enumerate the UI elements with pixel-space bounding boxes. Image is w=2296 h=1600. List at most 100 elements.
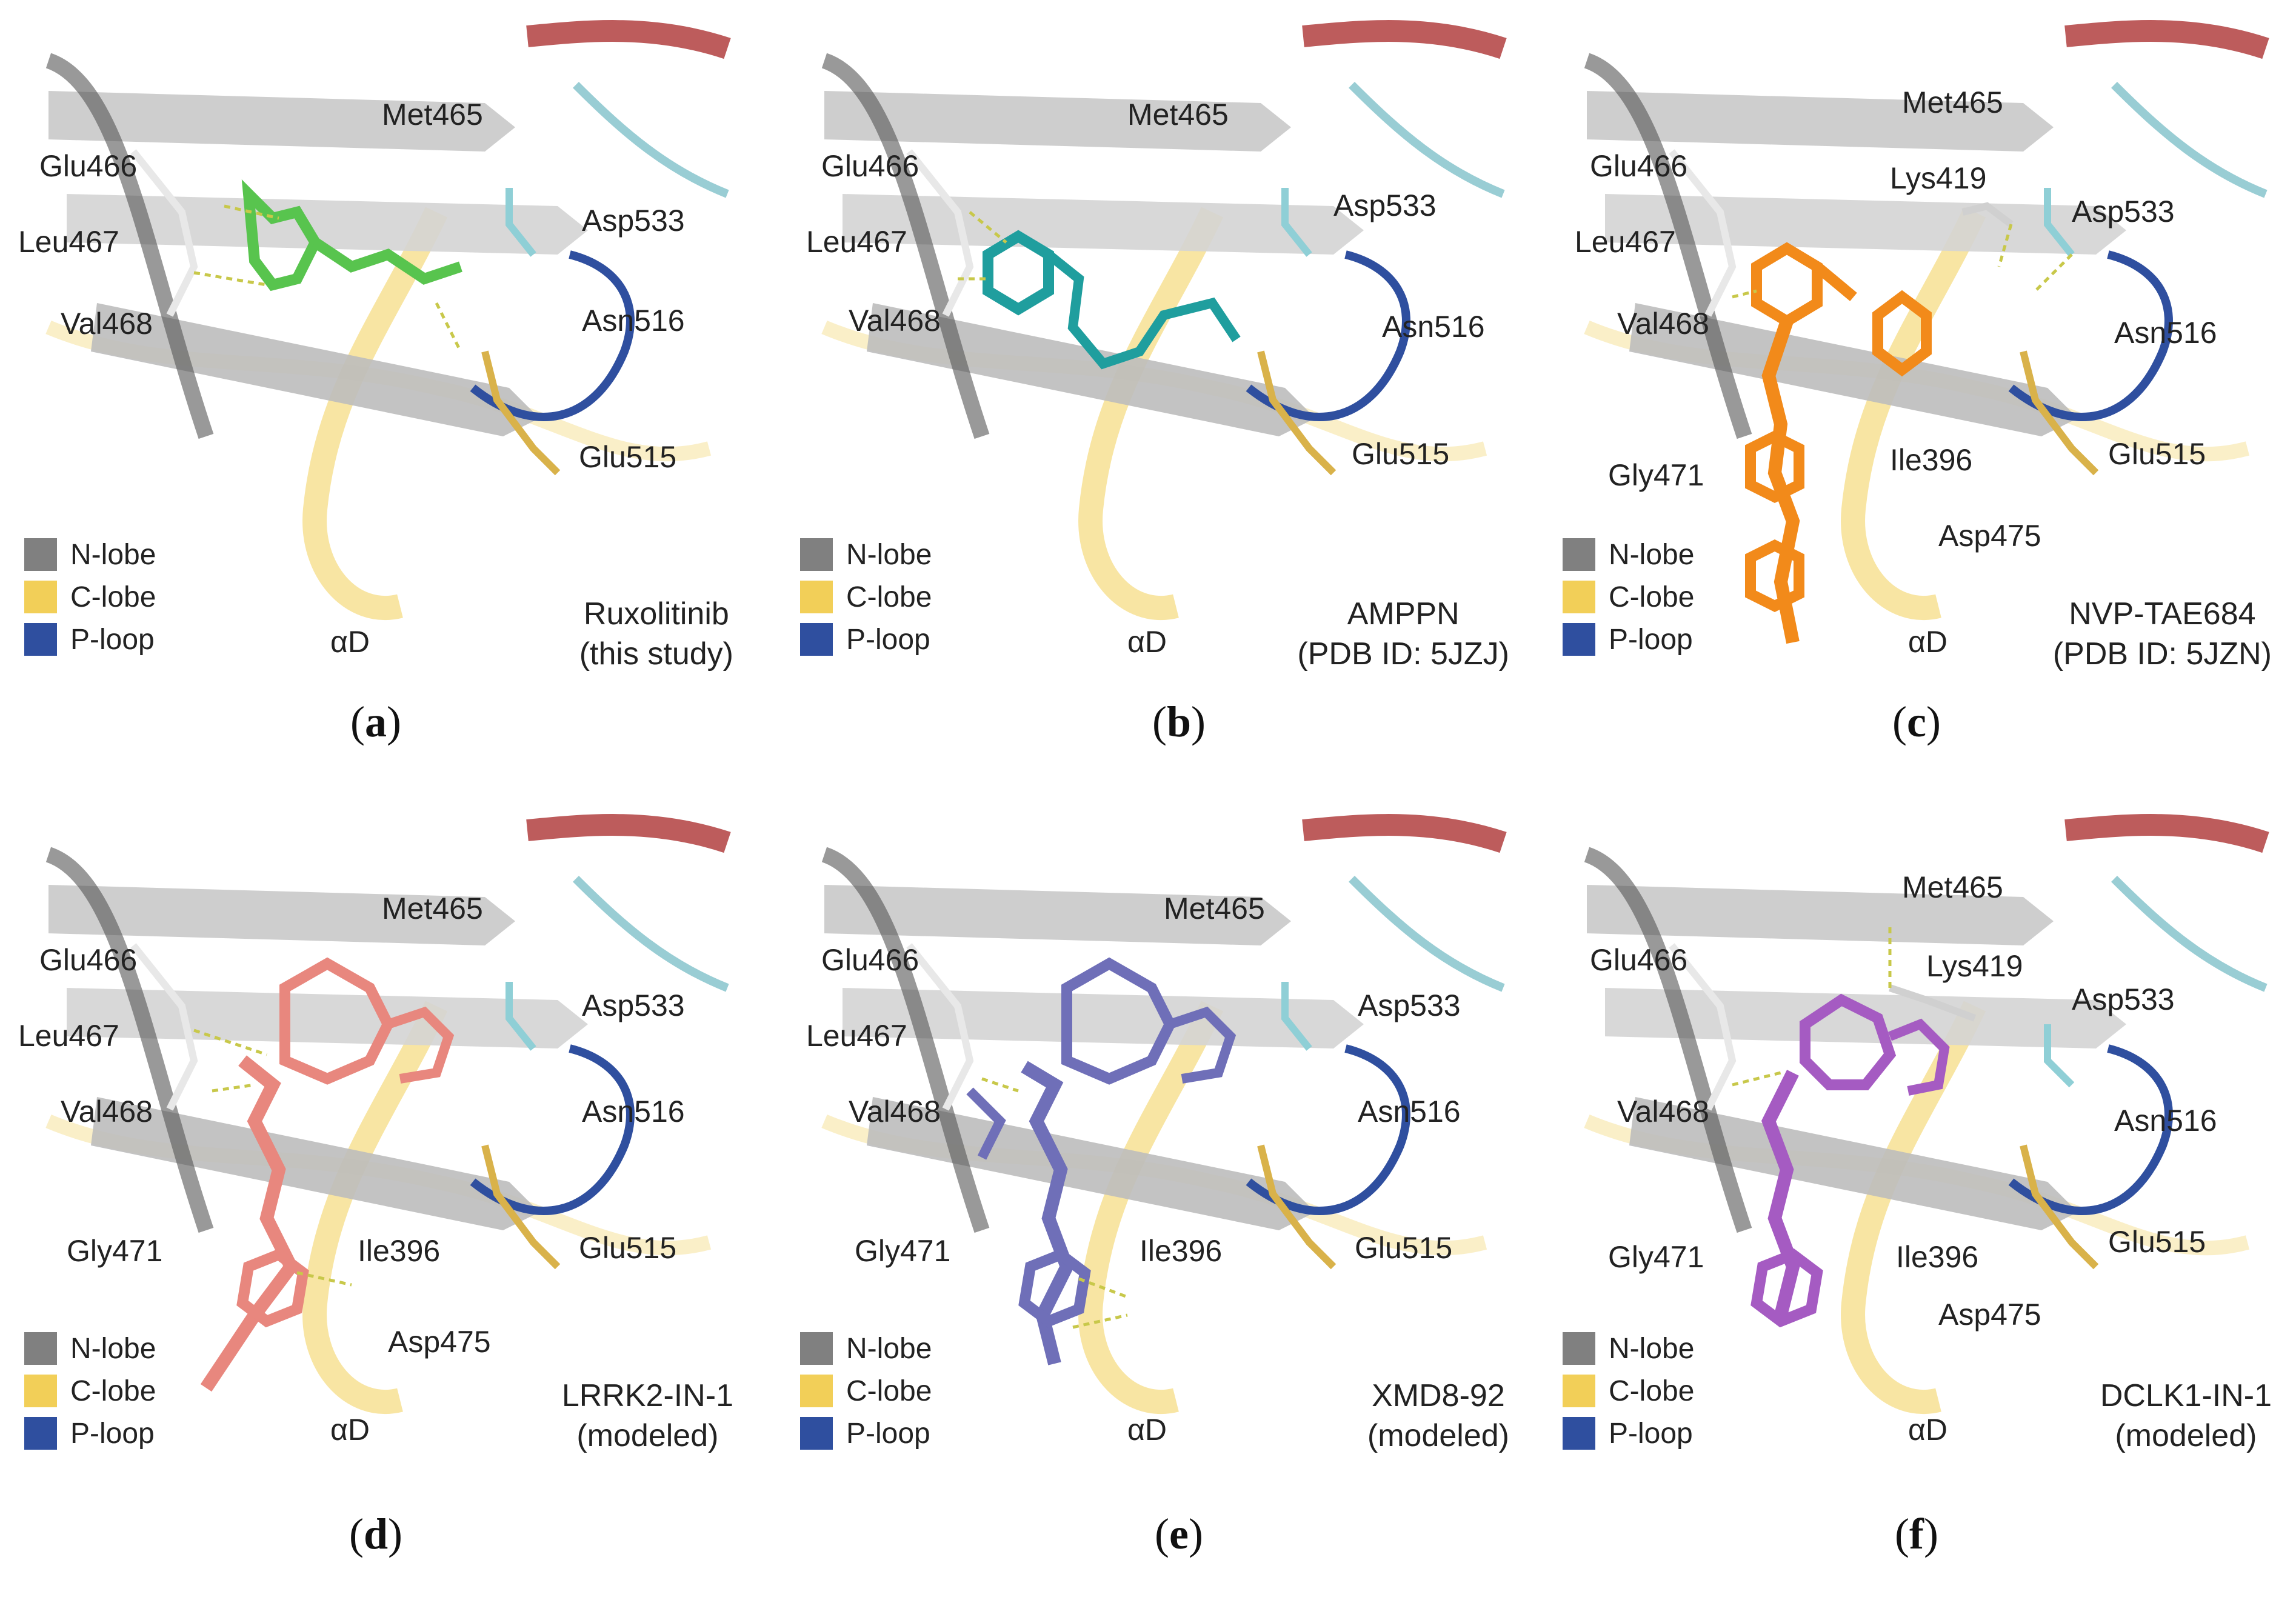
swatch-c-lobe: [800, 1375, 833, 1407]
swatch-p-loop: [24, 1417, 57, 1450]
residue-label: Ile396: [1896, 1240, 1979, 1274]
swatch-p-loop: [1563, 1417, 1595, 1450]
swatch-p-loop: [1563, 623, 1595, 656]
legend-item-p-loop: P-loop: [800, 618, 932, 661]
residue-label: Gly471: [855, 1234, 951, 1268]
legend-item-p-loop: P-loop: [800, 1412, 932, 1455]
legend-label: P-loop: [70, 623, 155, 656]
residue-label: Ile396: [1890, 443, 1973, 477]
legend: N-lobe C-lobe P-loop: [24, 1327, 156, 1455]
residue-label: Met465: [1164, 892, 1265, 925]
ligand-source: (PDB ID: 5JZJ): [1297, 636, 1509, 672]
residue-label: Asp533: [1333, 188, 1437, 222]
legend-item-n-lobe: N-lobe: [24, 1327, 156, 1370]
residue-label: Met465: [382, 892, 483, 925]
ligand-caption: XMD8-92 (modeled): [1367, 1376, 1509, 1456]
legend-item-n-lobe: N-lobe: [1563, 1327, 1694, 1370]
residue-label: Leu467: [18, 1019, 119, 1053]
swatch-n-lobe: [800, 538, 833, 571]
legend-label: P-loop: [1609, 1417, 1693, 1450]
legend-label: C-lobe: [846, 581, 932, 613]
ligand-source: (modeled): [576, 1418, 719, 1453]
swatch-c-lobe: [24, 581, 57, 613]
legend-label: P-loop: [846, 1417, 930, 1450]
panel-letter-a: (a): [350, 698, 401, 746]
ligand-caption: DCLK1-IN-1 (modeled): [2100, 1376, 2272, 1456]
legend-item-p-loop: P-loop: [1563, 1412, 1694, 1455]
residue-label: Met465: [382, 98, 483, 132]
residue-label: Glu515: [579, 440, 677, 474]
ligand-caption: Ruxolitinib (this study): [579, 594, 733, 674]
residue-label: Ile396: [1140, 1234, 1223, 1268]
residue-label: Gly471: [67, 1234, 163, 1268]
legend: N-lobe C-lobe P-loop: [24, 533, 156, 661]
residue-label: Val468: [1617, 1095, 1709, 1128]
protein-structure-e: [821, 814, 1507, 1415]
residue-label: Asn516: [2114, 316, 2217, 350]
residue-label: Asp533: [1358, 988, 1461, 1022]
residue-label: Glu515: [579, 1231, 677, 1265]
legend-item-p-loop: P-loop: [24, 1412, 156, 1455]
residue-label: Asp533: [2072, 195, 2175, 228]
panel-letter-f: (f): [1895, 1510, 1938, 1558]
residue-label: Ile396: [358, 1234, 441, 1268]
swatch-p-loop: [24, 623, 57, 656]
residue-label: Leu467: [18, 225, 119, 259]
residue-label: Asp533: [582, 204, 685, 238]
ligand-name: Ruxolitinib: [583, 596, 729, 632]
panel-f: Met465 Glu466 Lys419 Asp533 Val468 Asn51…: [1550, 806, 2296, 1473]
residue-label: Val468: [61, 1095, 153, 1128]
residue-label: Asn516: [582, 1095, 685, 1128]
ligand-caption: LRRK2-IN-1 (modeled): [562, 1376, 733, 1456]
residue-label: Lys419: [1926, 949, 2023, 983]
residue-label: Asn516: [582, 304, 685, 338]
swatch-c-lobe: [1563, 581, 1595, 613]
residue-label: Val468: [1617, 307, 1709, 341]
residue-label: Glu515: [2108, 437, 2206, 471]
legend-item-c-lobe: C-lobe: [24, 576, 156, 618]
residue-label: Leu467: [806, 225, 907, 259]
residue-label: Asn516: [1382, 310, 1485, 344]
swatch-n-lobe: [1563, 538, 1595, 571]
legend-item-c-lobe: C-lobe: [800, 1370, 932, 1412]
ligand-caption: NVP-TAE684 (PDB ID: 5JZN): [2053, 594, 2272, 674]
legend-item-c-lobe: C-lobe: [1563, 576, 1694, 618]
protein-structure-f: [1584, 814, 2269, 1415]
helix-label: αD: [1127, 1413, 1167, 1447]
ligand-caption: AMPPN (PDB ID: 5JZJ): [1297, 594, 1509, 674]
residue-label: Leu467: [1575, 225, 1676, 259]
protein-structure-b: [821, 20, 1507, 621]
residue-label: Glu515: [2108, 1225, 2206, 1259]
panel-a: Met465 Glu466 Leu467 Val468 Asp533 Asn51…: [12, 12, 758, 679]
legend-item-n-lobe: N-lobe: [1563, 533, 1694, 576]
residue-label: Asp475: [1938, 519, 2041, 553]
legend-label: N-lobe: [70, 1332, 156, 1365]
legend-label: P-loop: [70, 1417, 155, 1450]
helix-label: αD: [330, 625, 370, 659]
ligand-name: AMPPN: [1347, 596, 1460, 632]
panel-letter-e: (e): [1155, 1510, 1203, 1558]
panel-e: Met465 Glu466 Asp533 Leu467 Val468 Asn51…: [788, 806, 1533, 1473]
swatch-c-lobe: [800, 581, 833, 613]
protein-structure-d: [45, 814, 731, 1415]
residue-label: Gly471: [1608, 458, 1704, 492]
legend-label: P-loop: [846, 623, 930, 656]
protein-structure-a: [45, 20, 731, 621]
legend-item-n-lobe: N-lobe: [800, 1327, 932, 1370]
residue-label: Asp475: [1938, 1298, 2041, 1332]
residue-label: Gly471: [1608, 1240, 1704, 1274]
legend-label: C-lobe: [1609, 581, 1695, 613]
swatch-p-loop: [800, 1417, 833, 1450]
legend-label: C-lobe: [846, 1375, 932, 1407]
ligand-source: (modeled): [1367, 1418, 1509, 1453]
residue-label: Val468: [849, 304, 941, 338]
ligand-name: DCLK1-IN-1: [2100, 1378, 2272, 1413]
legend-label: N-lobe: [846, 1332, 932, 1365]
ligand-name: LRRK2-IN-1: [561, 1378, 733, 1413]
legend-item-p-loop: P-loop: [24, 618, 156, 661]
legend-label: C-lobe: [70, 1375, 156, 1407]
ligand-name: XMD8-92: [1372, 1378, 1505, 1413]
legend-item-n-lobe: N-lobe: [24, 533, 156, 576]
residue-label: Lys419: [1890, 161, 1987, 195]
legend-label: N-lobe: [846, 538, 932, 571]
